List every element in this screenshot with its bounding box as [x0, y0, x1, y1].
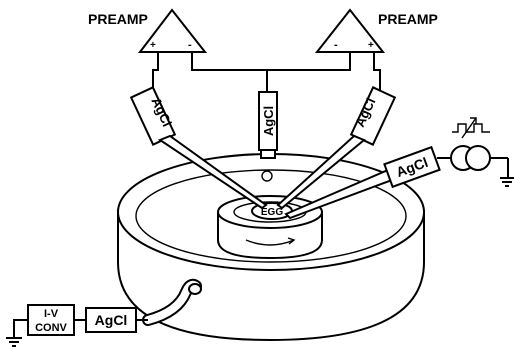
converter-top-label: I-V: [44, 308, 59, 320]
current-source: [450, 117, 514, 187]
converter-bottom-label: CONV: [35, 322, 67, 334]
ground-icon: [500, 177, 514, 187]
pulse-waveform-icon: [452, 117, 490, 139]
ground-electrode-assembly: AgCl I-V CONV: [6, 278, 202, 347]
stim-electrode: AgCl: [284, 145, 452, 220]
preamp-right-label: PREAMP: [378, 11, 438, 27]
preamp-right-plus: +: [368, 40, 374, 51]
ground-electrode-label: AgCl: [95, 312, 128, 328]
preamp-left-minus: -: [188, 39, 192, 51]
center-electrode-label: AgCl: [261, 106, 276, 136]
center-electrode: AgCl: [258, 70, 278, 182]
preamp-right-minus: -: [334, 39, 338, 51]
preamp-right: - + PREAMP AgCl: [276, 8, 438, 210]
preamp-left-label: PREAMP: [88, 11, 148, 27]
ground-icon: [6, 337, 22, 347]
preamp-left-plus: +: [150, 40, 156, 51]
left-electrode: AgCl: [129, 86, 177, 146]
egg-label: EGG: [261, 207, 283, 218]
